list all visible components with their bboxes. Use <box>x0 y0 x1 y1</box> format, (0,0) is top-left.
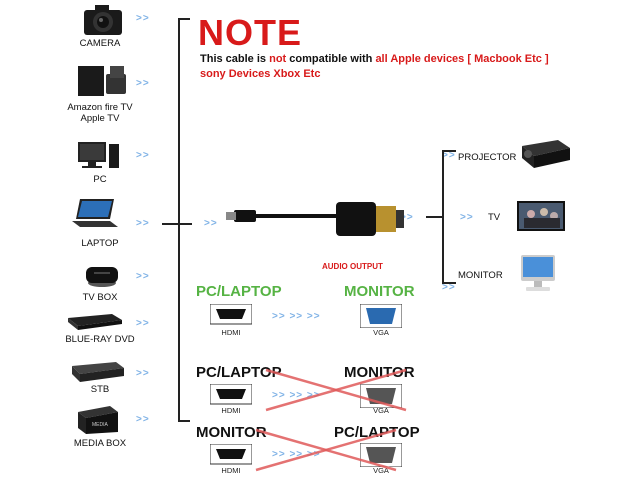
arrow-icon: >> <box>442 282 456 293</box>
cross-out-mark <box>265 368 407 412</box>
arrow-icon: >> >> >> <box>272 311 321 322</box>
arrow-icon: >> <box>136 414 150 425</box>
wrong2-port-out-label: VGA <box>373 466 389 475</box>
vga-port-icon <box>360 443 402 467</box>
device-label-stb: STB <box>90 384 110 395</box>
correct-target-label: MONITOR <box>344 283 415 300</box>
device-label-firetv: Amazon fire TV Apple TV <box>52 102 148 124</box>
note-text-pre: This cable is <box>200 53 270 65</box>
correct-port-in-label: HDMI <box>221 328 241 337</box>
device-label-mediabox: MEDIA BOX <box>73 438 127 449</box>
hdmi-vga-cable-icon <box>226 202 404 236</box>
note-text: This cable is not compatible with all Ap… <box>200 52 590 82</box>
wrong2-port-in-label: HDMI <box>221 466 241 475</box>
arrow-icon: >> <box>136 13 150 24</box>
cable-to-bus-line <box>426 216 444 218</box>
device-label-laptop: LAPTOP <box>81 238 119 249</box>
vga-port-icon <box>360 304 402 328</box>
input-bus-line <box>178 18 180 420</box>
arrow-icon: >> <box>204 218 218 229</box>
bus-tick <box>178 18 190 20</box>
output-label-projector: PROJECTOR <box>458 152 517 163</box>
wrong2-source-label: MONITOR <box>196 424 267 441</box>
bus-tick <box>178 420 190 422</box>
note-text-apple: all Apple devices [ Macbook Etc ] <box>375 53 549 65</box>
bus-to-cable-line <box>162 223 192 225</box>
arrow-icon: >> <box>442 150 456 161</box>
laptop-icon <box>72 199 118 227</box>
correct-source-label: PC/LAPTOP <box>196 283 282 300</box>
device-label-firetv-text: Amazon fire TV Apple TV <box>67 102 133 124</box>
arrow-icon: >> >> >> <box>272 449 321 460</box>
arrow-icon: >> <box>136 150 150 161</box>
television-icon <box>517 201 565 231</box>
arrow-icon: >> >> >> <box>272 390 321 401</box>
output-bus-tick <box>442 150 456 152</box>
bluray-player-icon <box>68 314 122 330</box>
audio-output-label: AUDIO OUTPUT <box>322 262 383 271</box>
output-label-monitor: MONITOR <box>458 270 503 281</box>
desktop-pc-icon <box>78 142 119 168</box>
device-label-bluray: BLUE-RAY DVD <box>65 334 135 345</box>
monitor-icon <box>521 255 555 291</box>
device-label-pc: PC <box>93 174 107 185</box>
arrow-icon: >> <box>136 318 150 329</box>
wrong2-target-label: PC/LAPTOP <box>334 424 420 441</box>
output-bus-tick <box>442 282 456 284</box>
hdmi-port-icon <box>210 304 252 325</box>
tv-box-icon <box>86 267 118 287</box>
output-label-tv: TV <box>488 212 501 223</box>
svg-text:MEDIA: MEDIA <box>92 422 109 428</box>
projector-icon <box>522 140 570 168</box>
wrong1-source-label: PC/LAPTOP <box>196 364 282 381</box>
stb-icon <box>72 362 124 382</box>
note-title: NOTE <box>198 12 303 53</box>
arrow-icon: >> <box>136 271 150 282</box>
hdmi-port-icon <box>210 384 252 405</box>
note-text-sony: sony Devices Xbox Etc <box>200 68 321 80</box>
device-label-tvbox: TV BOX <box>82 292 118 303</box>
media-box-icon: MEDIA <box>78 406 118 434</box>
arrow-icon: >> <box>136 78 150 89</box>
hdmi-port-icon <box>210 444 252 465</box>
wrong1-port-in-label: HDMI <box>221 406 241 415</box>
set-top-box-icon <box>78 66 126 96</box>
arrow-icon: >> <box>136 218 150 229</box>
arrow-icon: >> <box>136 368 150 379</box>
correct-port-out-label: VGA <box>373 328 389 337</box>
note-text-not: not <box>269 53 287 65</box>
arrow-icon: >> <box>400 212 414 223</box>
camera-icon <box>84 5 122 35</box>
wrong1-port-out-label: VGA <box>373 406 389 415</box>
note-text-mid: compatible with <box>286 53 376 65</box>
arrow-icon: >> <box>460 212 474 223</box>
device-label-camera: CAMERA <box>79 38 121 49</box>
cross-out-mark <box>255 428 397 472</box>
wrong1-target-label: MONITOR <box>344 364 415 381</box>
